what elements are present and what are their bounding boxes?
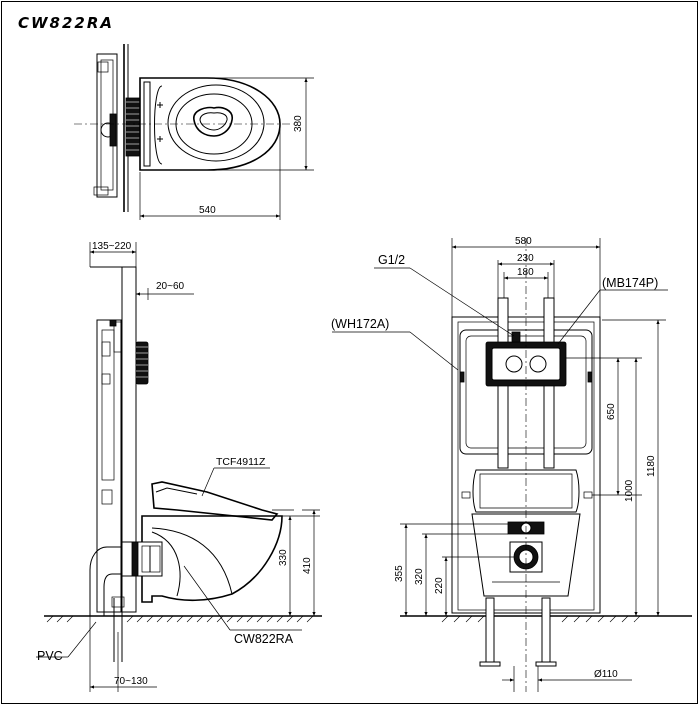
dim-220: 220 [434, 577, 445, 594]
dim-bowl-width: 540 [199, 205, 216, 216]
bowl-body-side [141, 515, 283, 603]
floor-hatch-side [46, 615, 314, 623]
model-title: CW822RA [18, 14, 115, 32]
front-view: 580 230 180 650 1000 1180 355 [331, 236, 692, 692]
dim-320: 320 [414, 568, 425, 585]
label-seat-model: TCF4911Z [216, 456, 266, 468]
dim-frame-depth: 135~220 [92, 241, 132, 252]
seat-lid-side [151, 481, 279, 521]
floor-hatch-front [441, 615, 641, 623]
label-frame-model: (WH172A) [331, 317, 389, 331]
top-view: 540 380 [74, 44, 314, 220]
bowl-outline-top [139, 77, 281, 171]
ribbed-coupling-top [125, 97, 141, 157]
dim-wall-offset: 20~60 [156, 281, 185, 292]
dim-seat-height: 330 [278, 549, 289, 566]
pvc-pipe-side [89, 546, 122, 616]
dim-355: 355 [394, 565, 405, 582]
dim-frame-width: 580 [515, 236, 532, 247]
dim-total-height: 410 [302, 557, 313, 574]
dim-1180: 1180 [646, 455, 657, 477]
side-view: 135~220 20~60 330 410 70~130 TCF4911Z CW… [36, 241, 322, 692]
label-bowl-model: CW822RA [234, 632, 294, 646]
label-water-inlet: G1/2 [378, 253, 405, 267]
label-flush-plate: (MB174P) [602, 276, 658, 290]
label-pipe-material: PVC [37, 649, 63, 663]
dim-1000: 1000 [624, 479, 635, 502]
dim-tank-height: 650 [606, 403, 617, 420]
dim-bowl-depth: 380 [293, 115, 304, 132]
dim-mount-180: 180 [517, 267, 534, 278]
flush-button-side [135, 341, 149, 385]
dim-mount-230: 230 [517, 253, 534, 264]
dim-pipe-diameter: Ø110 [594, 669, 618, 680]
drain-opening-top [193, 106, 233, 137]
dim-bottom-offset: 70~130 [114, 676, 148, 687]
